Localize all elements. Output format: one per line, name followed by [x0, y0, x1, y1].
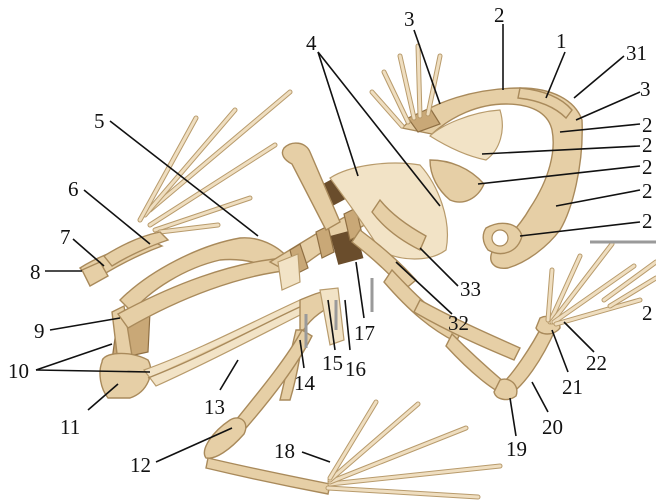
label-19: 19: [506, 437, 527, 461]
leader-7: [73, 239, 104, 266]
label-7: 7: [60, 225, 71, 249]
label-9: 9: [34, 319, 45, 343]
upper-hand-fingers: [372, 46, 440, 126]
leader-16: [345, 300, 350, 350]
label-2-r3: 2: [642, 155, 653, 179]
label-2-r6: 2: [642, 301, 653, 325]
label-5: 5: [94, 109, 105, 133]
label-21: 21: [562, 375, 583, 399]
label-8: 8: [30, 260, 41, 284]
label-13: 13: [204, 395, 225, 419]
label-33: 33: [460, 277, 481, 301]
leader-21: [552, 330, 568, 372]
leader-20: [532, 382, 548, 412]
label-6: 6: [68, 177, 79, 201]
label-3-right: 3: [640, 77, 651, 101]
leader-1: [546, 52, 565, 98]
label-14: 14: [294, 371, 316, 395]
label-12: 12: [130, 453, 151, 477]
label-3: 3: [404, 7, 415, 31]
leader-13: [220, 360, 238, 390]
leader-9: [50, 318, 120, 330]
skeleton: [80, 46, 656, 497]
lower-foot-toes: [328, 402, 500, 497]
label-31: 31: [626, 41, 647, 65]
label-2-r5: 2: [642, 209, 653, 233]
label-20: 20: [542, 415, 563, 439]
label-16: 16: [345, 357, 366, 381]
label-18: 18: [274, 439, 295, 463]
leader-19: [510, 398, 516, 436]
label-32: 32: [448, 311, 469, 335]
label-2-top: 2: [494, 3, 505, 27]
label-2-r2: 2: [642, 133, 653, 157]
leader-18: [302, 452, 330, 462]
leader-17: [356, 262, 364, 318]
label-1: 1: [556, 29, 567, 53]
label-4: 4: [306, 31, 317, 55]
label-10: 10: [8, 359, 29, 383]
leader-22: [564, 322, 594, 352]
leader-4a: [318, 52, 358, 176]
label-22: 22: [586, 351, 607, 375]
label-2-r4: 2: [642, 179, 653, 203]
leader-31: [574, 56, 624, 98]
label-17: 17: [354, 321, 375, 345]
label-11: 11: [60, 415, 80, 439]
label-15: 15: [322, 351, 343, 375]
leader-2a: [576, 92, 640, 120]
